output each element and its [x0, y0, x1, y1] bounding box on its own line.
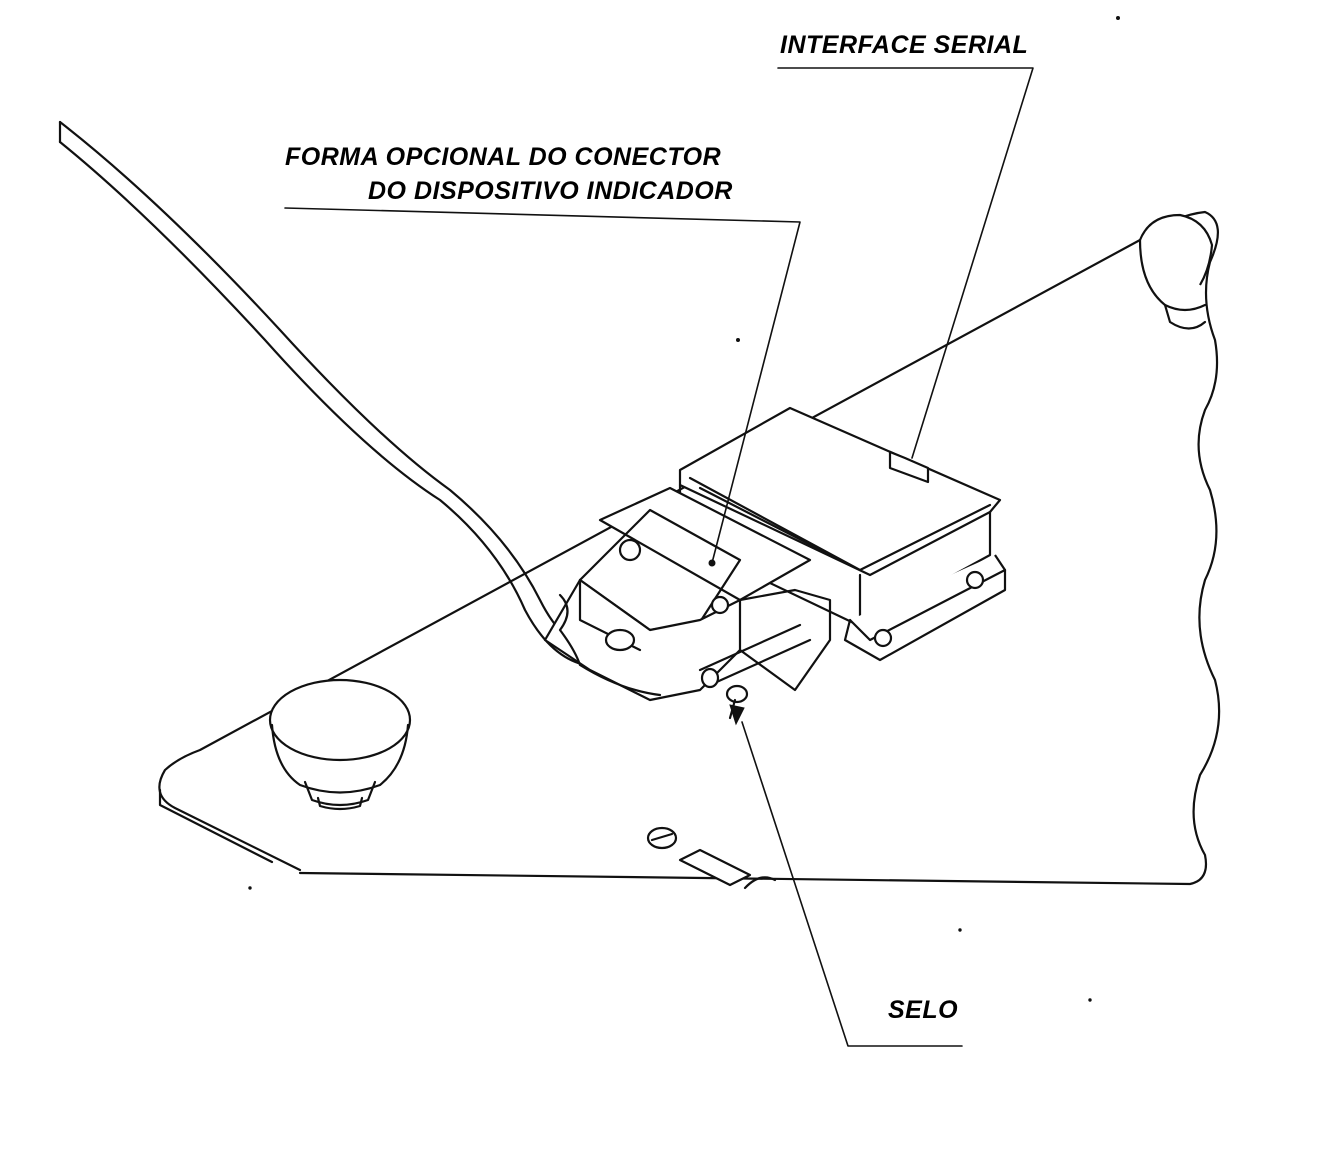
label-seal: SELO: [888, 996, 959, 1024]
leader-lines: [284, 67, 1034, 1047]
label-optional-connector-line1: FORMA OPCIONAL DO CONECTOR: [285, 143, 722, 171]
seal: [725, 684, 749, 726]
label-serial-interface: INTERFACE SERIAL: [780, 31, 1029, 59]
base-plate: [158, 210, 1221, 886]
optional-connector: [543, 486, 832, 702]
cable: [58, 120, 617, 668]
foot-right: [1138, 213, 1214, 330]
foot-left: [268, 678, 412, 811]
label-optional-connector-line2: DO DISPOSITIVO INDICADOR: [368, 177, 733, 205]
serial-interface-box: [678, 406, 1007, 662]
screw-and-slot: [646, 826, 777, 890]
scan-marks: [248, 16, 1120, 1002]
